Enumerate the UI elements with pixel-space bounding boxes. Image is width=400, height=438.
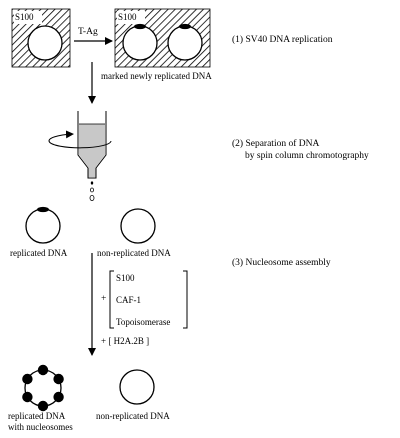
final-non-replicated-label: non-replicated DNA [96, 411, 170, 421]
rotation-arrow [48, 130, 112, 149]
s100-label-left: S100 [15, 12, 34, 22]
eluate-drops [89, 181, 95, 201]
factor-topoisomerase: Topoisomerase [116, 317, 171, 327]
marked-dna-note: marked newly replicated DNA [101, 71, 212, 81]
tag-label: T-Ag [78, 27, 98, 37]
step3-caption: (3) Nucleosome assembly [232, 258, 331, 268]
s100-box-left [11, 8, 71, 68]
factor-h2a2b: + [ H2A.2B ] [101, 336, 150, 346]
step2-caption-line2: by spin column chromotography [245, 151, 369, 161]
replicated-dna [25, 206, 61, 244]
replication-mark [134, 23, 146, 30]
final-replicated-label-line1: replicated DNA [8, 411, 66, 421]
step2-caption-line1: (2) Separation of DNA [232, 139, 320, 149]
s100-label-right: S100 [118, 12, 137, 22]
non-replicated-dna-label: non-replicated DNA [97, 248, 171, 258]
non-replicated-dna [120, 208, 156, 244]
final-replicated-label-line2: with nucleosomes [8, 422, 73, 432]
s100-box-right [114, 8, 211, 68]
step1-caption: (1) SV40 DNA replication [232, 35, 333, 45]
replicated-dna-label: replicated DNA [10, 248, 68, 258]
spin-column [77, 111, 107, 179]
nucleosome-dna [22, 364, 64, 412]
replication-mark [179, 23, 191, 30]
factor-s100: S100 [116, 273, 135, 283]
final-non-replicated-dna [119, 369, 155, 405]
factor-bracket [109, 270, 188, 329]
plus-sign: + [101, 294, 107, 304]
factor-caf1: CAF-1 [116, 295, 142, 305]
